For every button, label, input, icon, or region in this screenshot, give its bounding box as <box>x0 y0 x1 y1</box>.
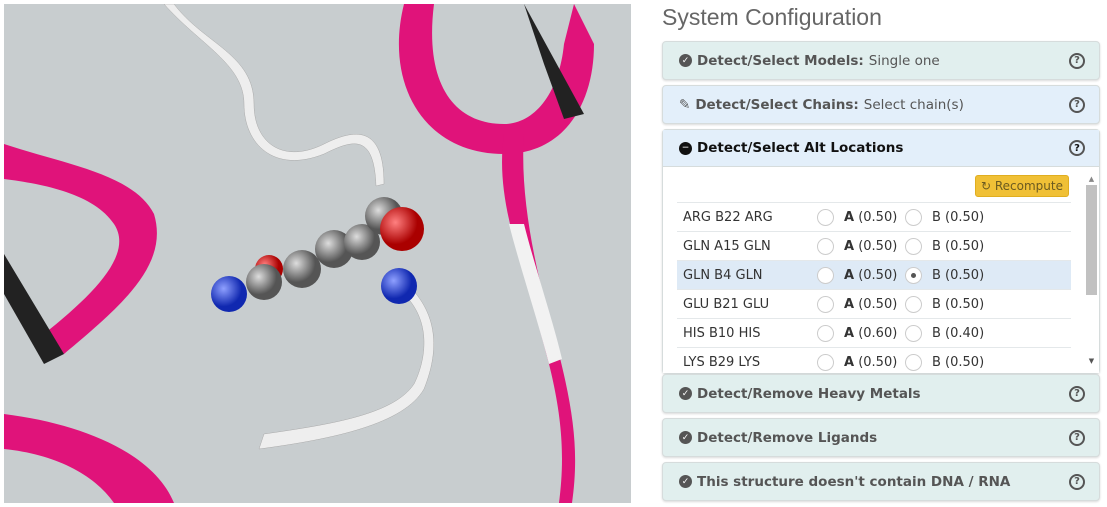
panel-chains[interactable]: ✎Detect/Select Chains:Select chain(s)? <box>662 85 1100 124</box>
check-circle-icon: ✓ <box>679 387 692 400</box>
table-row: HIS B10 HIS A (0.60) B (0.40) <box>677 318 1071 348</box>
page-title: System Configuration <box>662 4 882 30</box>
residue-name: GLU B21 GLU <box>677 289 817 319</box>
panel-value: Select chain(s) <box>863 96 964 113</box>
panel-label: This structure doesn't contain DNA / RNA <box>697 473 1011 490</box>
panel-label: Detect/Select Chains: <box>695 96 859 113</box>
minus-circle-icon: − <box>679 141 692 155</box>
panel-heavy-metals[interactable]: ✓ Detect/Remove Heavy Metals? <box>662 374 1100 413</box>
panel-dna-rna[interactable]: ✓ This structure doesn't contain DNA / RN… <box>662 462 1100 501</box>
radio-alt-b[interactable] <box>905 295 922 313</box>
radio-alt-a[interactable] <box>817 237 834 255</box>
table-row: ARG B22 ARG A (0.50) B (0.50) <box>677 202 1071 232</box>
residue-name: LYS B29 LYS <box>677 347 817 373</box>
alt-a-occupancy: (0.50) <box>858 209 898 225</box>
alt-a-label: A <box>844 354 855 370</box>
recompute-button[interactable]: ↻ Recompute <box>975 175 1069 197</box>
residue-name: GLN B4 GLN <box>677 260 817 290</box>
alt-a-occupancy: (0.60) <box>858 325 898 341</box>
alt-a-occupancy: (0.50) <box>858 238 898 254</box>
table-row: LYS B29 LYS A (0.50) B (0.50) <box>677 347 1071 373</box>
radio-alt-a[interactable] <box>817 266 834 284</box>
table-row: GLN B4 GLN A (0.50) B (0.50) <box>677 260 1071 290</box>
alt-a-occupancy: (0.50) <box>858 354 898 370</box>
radio-alt-a[interactable] <box>817 324 834 342</box>
alt-a-label: A <box>844 267 855 283</box>
table-row: GLN A15 GLN A (0.50) B (0.50) <box>677 231 1071 261</box>
alt-a-label: A <box>844 325 855 341</box>
radio-alt-b[interactable] <box>905 353 922 371</box>
radio-alt-a[interactable] <box>817 295 834 313</box>
panel-label: Detect/Remove Ligands <box>697 429 878 446</box>
radio-alt-b[interactable] <box>905 208 922 226</box>
alt-b-label: B (0.50) <box>932 209 985 225</box>
help-icon[interactable]: ? <box>1069 385 1085 402</box>
panel-label: Detect/Select Models: <box>697 52 864 69</box>
alt-b-label: B (0.40) <box>932 325 985 341</box>
panel-label: Detect/Select Alt Locations <box>697 140 904 156</box>
radio-alt-a[interactable] <box>817 208 834 226</box>
panel-ligands[interactable]: ✓ Detect/Remove Ligands? <box>662 418 1100 457</box>
radio-alt-b[interactable] <box>905 324 922 342</box>
alt-b-label: B (0.50) <box>932 354 985 370</box>
alt-b-label: B (0.50) <box>932 238 985 254</box>
radio-alt-a[interactable] <box>817 353 834 371</box>
alt-a-occupancy: (0.50) <box>858 267 898 283</box>
alt-a-label: A <box>844 296 855 312</box>
scrollbar[interactable]: ▲▼ <box>1086 175 1097 365</box>
alt-a-label: A <box>844 238 855 254</box>
check-circle-icon: ✓ <box>679 475 692 488</box>
check-circle-icon: ✓ <box>679 54 692 67</box>
residue-name: ARG B22 ARG <box>677 202 817 232</box>
residue-name: GLN A15 GLN <box>677 231 817 261</box>
panel-label: Detect/Remove Heavy Metals <box>697 385 921 402</box>
panel-alt-locations[interactable]: −Detect/Select Alt Locations? ↻ Recomput… <box>662 129 1100 374</box>
table-row: GLU B21 GLU A (0.50) B (0.50) <box>677 289 1071 319</box>
alt-locations-table: ARG B22 ARG A (0.50) B (0.50)GLN A15 GLN… <box>677 202 1071 373</box>
help-icon[interactable]: ? <box>1069 52 1085 69</box>
radio-alt-b[interactable] <box>905 266 922 284</box>
radio-alt-b[interactable] <box>905 237 922 255</box>
alt-b-label: B (0.50) <box>932 296 985 312</box>
help-icon[interactable]: ? <box>1069 473 1085 490</box>
residue-name: HIS B10 HIS <box>677 318 817 348</box>
refresh-icon: ↻ <box>981 179 995 193</box>
help-icon[interactable]: ? <box>1069 429 1085 446</box>
help-icon[interactable]: ? <box>1069 140 1085 156</box>
alt-b-label: B (0.50) <box>932 267 985 283</box>
molecule-viewer[interactable] <box>4 4 631 503</box>
alt-a-occupancy: (0.50) <box>858 296 898 312</box>
recompute-label: Recompute <box>994 179 1063 193</box>
alt-a-label: A <box>844 209 855 225</box>
panel-value: Single one <box>868 52 940 69</box>
panel-models[interactable]: ✓ Detect/Select Models:Single one? <box>662 41 1100 80</box>
edit-icon: ✎ <box>679 96 691 113</box>
check-circle-icon: ✓ <box>679 431 692 444</box>
help-icon[interactable]: ? <box>1069 96 1085 113</box>
